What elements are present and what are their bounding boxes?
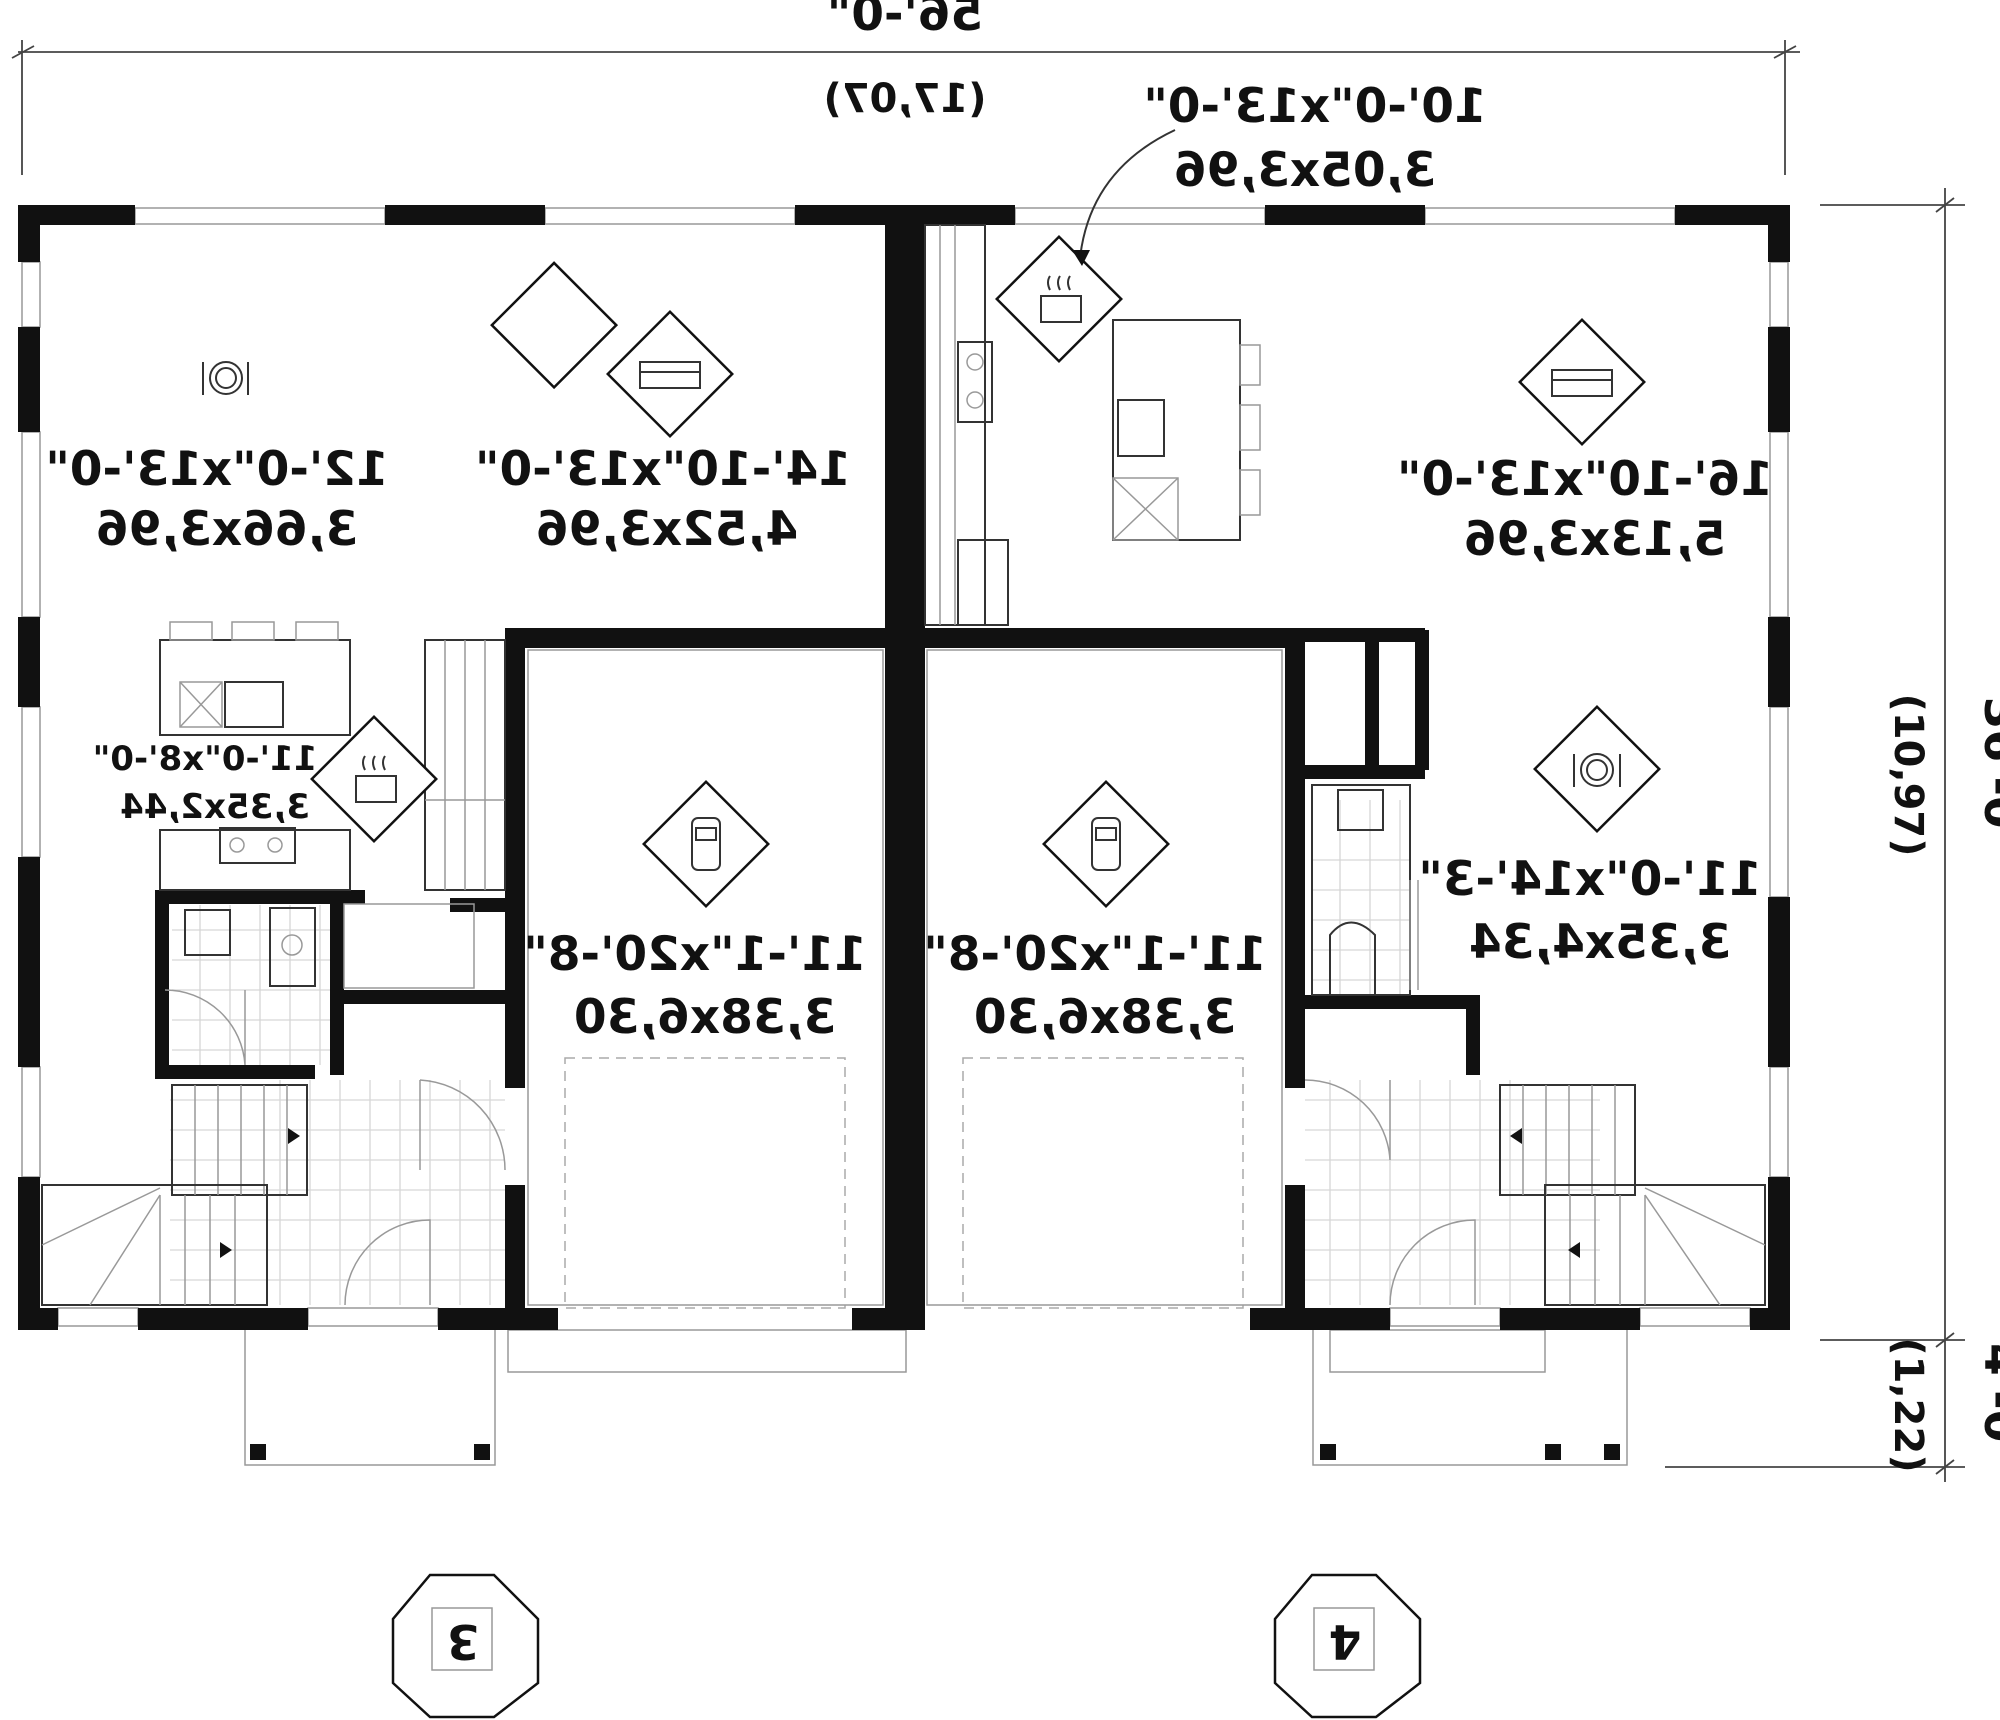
porches [244, 1329, 1628, 1466]
sofa-icon [606, 310, 734, 438]
dining-plate-icon [202, 261, 619, 395]
room-dim-metric: 3,05x3,96 [1174, 143, 1436, 198]
cooking-pot-icon [310, 715, 438, 843]
bathroom-fixtures-right [1311, 784, 1419, 996]
room-dim-metric: 3,35x4,34 [1469, 915, 1731, 970]
car-icon [642, 780, 770, 908]
overall-depth-imperial: 36'-0" [1973, 697, 2000, 854]
pointer-arrow [1079, 129, 1176, 259]
room-dim-imperial: 10'-0"x13'-0" [1143, 79, 1486, 134]
overall-width-imperial: 56'-0" [827, 0, 984, 42]
room-dim-metric: 5,13x3,96 [1464, 512, 1726, 567]
room-dim-metric: 4,52x3,96 [536, 502, 798, 557]
room-dim-metric: 3,38x6,30 [974, 990, 1236, 1045]
sofa-icon [1518, 318, 1646, 446]
garage-doors [527, 649, 1283, 1309]
overall-width-metric: (17,07) [823, 76, 986, 122]
room-dim-metric: 3,38x6,30 [574, 990, 836, 1045]
room-icons [202, 129, 1661, 908]
room-dim-imperial: 14'-10"x13'-0" [475, 442, 851, 497]
room-dim-imperial: 11'-1"x20'-8" [923, 927, 1266, 982]
unit-number: 4 [1329, 1613, 1362, 1668]
room-dim-imperial: 11'-0"x8'-0" [93, 739, 318, 779]
dining-plate-icon [1533, 705, 1661, 833]
room-dim-metric: 3,66x3,96 [96, 502, 358, 557]
car-icon [1042, 780, 1170, 908]
walls [18, 205, 1790, 1330]
kitchen-fixtures-left [159, 621, 475, 989]
stairs [41, 639, 1766, 1306]
kitchen-fixtures-right [924, 224, 1261, 626]
porch-depth-imperial: 4'-0" [1973, 1343, 2000, 1467]
room-dim-imperial: 11'-1"x20'-8" [523, 927, 866, 982]
porch-depth-metric: (1,22) [1885, 1337, 1931, 1472]
dimension-lines [11, 40, 1965, 1482]
bathroom-fixtures-left [184, 907, 316, 987]
room-dim-imperial: 16'-10"x13'-0" [1397, 452, 1773, 507]
room-dim-metric: 3,35x2,44 [120, 787, 310, 827]
cooking-pot-icon [995, 235, 1123, 363]
room-dim-imperial: 11'-0"x14'-3" [1418, 852, 1761, 907]
labels: 56'-0" (17,07) 10'-0"x13'-0" 3,05x3,96 1… [45, 0, 2000, 1668]
overall-depth-metric: (10,97) [1885, 693, 1931, 856]
unit-badge-4 [1273, 1573, 1422, 1719]
unit-badge-3 [391, 1573, 540, 1719]
unit-number: 3 [447, 1613, 480, 1668]
doors [164, 989, 1476, 1306]
room-dim-imperial: 12'-0"x13'-0" [45, 442, 388, 497]
entry-tiles [170, 800, 1600, 1305]
